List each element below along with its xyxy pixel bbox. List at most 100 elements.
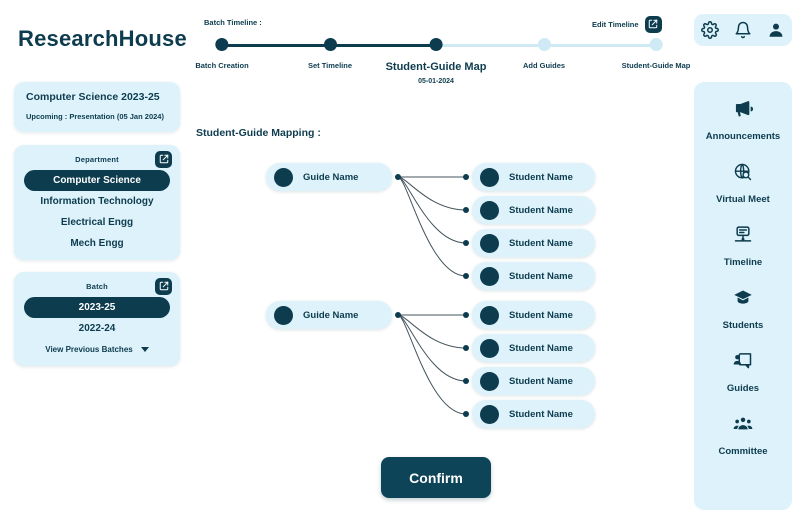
student-input-port[interactable]: [463, 411, 469, 417]
edit-square-icon: [159, 151, 169, 169]
batch-timeline-label: Batch Timeline :: [204, 18, 262, 27]
batch-card-heading: Batch: [86, 282, 108, 291]
sidebar-item-information-technology[interactable]: Information Technology: [40, 196, 154, 207]
edit-batch-button[interactable]: [155, 278, 172, 295]
people-group-icon: [733, 414, 753, 439]
timeline-step-dot: [537, 38, 551, 51]
timeline-step-4[interactable]: Add Guides: [523, 38, 565, 70]
avatar: [480, 266, 499, 286]
confirm-button[interactable]: Confirm: [381, 457, 491, 498]
timeline-step-label: Student-Guide Map: [621, 61, 691, 70]
sidebar-item-mech-engg[interactable]: Mech Engg: [70, 238, 124, 249]
right-rail: Announcements Virtual Meet: [694, 82, 792, 510]
timeline-step-label: Set Timeline: [307, 61, 353, 70]
student-card[interactable]: Student Name: [472, 334, 595, 362]
topbar: [694, 14, 792, 46]
guide-output-port[interactable]: [395, 174, 401, 180]
guide-card[interactable]: Guide Name: [266, 163, 392, 191]
guide-output-port[interactable]: [395, 312, 401, 318]
presenter-icon: [733, 351, 753, 376]
student-card[interactable]: Student Name: [472, 262, 595, 290]
guide-name-label: Guide Name: [303, 171, 359, 183]
avatar: [480, 404, 499, 424]
rail-item-virtual-meet[interactable]: Virtual Meet: [694, 159, 792, 208]
student-input-port[interactable]: [463, 273, 469, 279]
bell-icon[interactable]: [734, 21, 752, 39]
student-card[interactable]: Student Name: [472, 301, 595, 329]
timeline-step-1[interactable]: Batch Creation: [195, 38, 249, 70]
brand-title: ResearchHouse: [18, 26, 187, 51]
graph-edge: [397, 176, 467, 211]
timeline-step-2[interactable]: Set Timeline: [308, 38, 352, 70]
megaphone-icon: [733, 99, 754, 124]
student-input-port[interactable]: [463, 174, 469, 180]
guide-card[interactable]: Guide Name: [266, 301, 392, 329]
student-card[interactable]: Student Name: [472, 229, 595, 257]
rail-item-committee[interactable]: Committee: [694, 411, 792, 460]
user-icon[interactable]: [767, 21, 785, 39]
batch-item-2023-25[interactable]: 2023-25: [24, 297, 170, 318]
graph-edge: [397, 176, 467, 244]
graph-edge: [397, 314, 467, 415]
timeline-step-5[interactable]: Student-Guide Map: [621, 38, 691, 70]
graph-edge: [397, 314, 467, 382]
edit-timeline-button[interactable]: Edit Timeline: [592, 16, 662, 33]
batch-card: Batch 2023-25 2022-24 View Previous Batc…: [14, 272, 180, 366]
timeline-step-dot: [323, 38, 337, 51]
sidebar-item-computer-science[interactable]: Computer Science: [24, 170, 170, 191]
student-input-port[interactable]: [463, 345, 469, 351]
batch-item-2022-24[interactable]: 2022-24: [78, 323, 116, 334]
student-card[interactable]: Student Name: [472, 163, 595, 191]
edit-timeline-label: Edit Timeline: [592, 20, 639, 29]
student-card[interactable]: Student Name: [472, 196, 595, 224]
rail-item-label: Students: [722, 320, 764, 331]
timeline-step-label: Add Guides: [522, 61, 566, 70]
rail-item-label: Announcements: [705, 131, 781, 142]
rail-item-label: Timeline: [723, 257, 763, 268]
rail-item-timeline[interactable]: Timeline: [694, 222, 792, 271]
student-input-port[interactable]: [463, 240, 469, 246]
timeline-step-dot: [429, 38, 443, 51]
student-input-port[interactable]: [463, 207, 469, 213]
edit-department-button[interactable]: [155, 151, 172, 168]
graph-edges: [397, 176, 467, 415]
avatar: [480, 167, 499, 187]
student-card[interactable]: Student Name: [472, 400, 595, 428]
graph-edge: [397, 176, 467, 277]
edit-timeline-icon-button[interactable]: [644, 16, 662, 33]
rail-item-students[interactable]: Students: [694, 285, 792, 334]
student-input-port[interactable]: [463, 312, 469, 318]
student-name-label: Student Name: [509, 270, 573, 282]
gear-icon[interactable]: [701, 21, 720, 39]
department-card: Department Computer Science Information …: [14, 145, 180, 260]
timeline-step-dot: [649, 38, 663, 51]
batch-info-title: Computer Science 2023-25: [26, 91, 160, 103]
avatar: [480, 305, 499, 325]
view-previous-batches-button[interactable]: View Previous Batches: [24, 339, 170, 354]
graph-edge: [397, 314, 467, 349]
timeline-step-date: 05-01-2024: [418, 78, 454, 85]
student-card[interactable]: Student Name: [472, 367, 595, 395]
rail-item-announcements[interactable]: Announcements: [694, 96, 792, 145]
rail-item-guides[interactable]: Guides: [694, 348, 792, 397]
mapping-title: Student-Guide Mapping :: [196, 127, 321, 139]
student-name-label: Student Name: [509, 204, 573, 216]
timeline-node-icon: [733, 225, 753, 250]
avatar: [480, 371, 499, 391]
sidebar-item-electrical-engg[interactable]: Electrical Engg: [60, 217, 134, 228]
student-name-label: Student Name: [509, 309, 573, 321]
avatar: [274, 167, 293, 187]
batch-info-card: Computer Science 2023-25 Upcoming : Pres…: [14, 82, 180, 132]
rail-item-label: Guides: [726, 383, 760, 394]
student-name-label: Student Name: [509, 237, 573, 249]
globe-search-icon: [733, 162, 753, 187]
student-input-port[interactable]: [463, 378, 469, 384]
avatar: [274, 305, 293, 325]
batch-info-subtitle: Upcoming : Presentation (05 Jan 2024): [26, 112, 164, 121]
avatar: [480, 200, 499, 220]
graduation-cap-icon: [733, 288, 753, 313]
